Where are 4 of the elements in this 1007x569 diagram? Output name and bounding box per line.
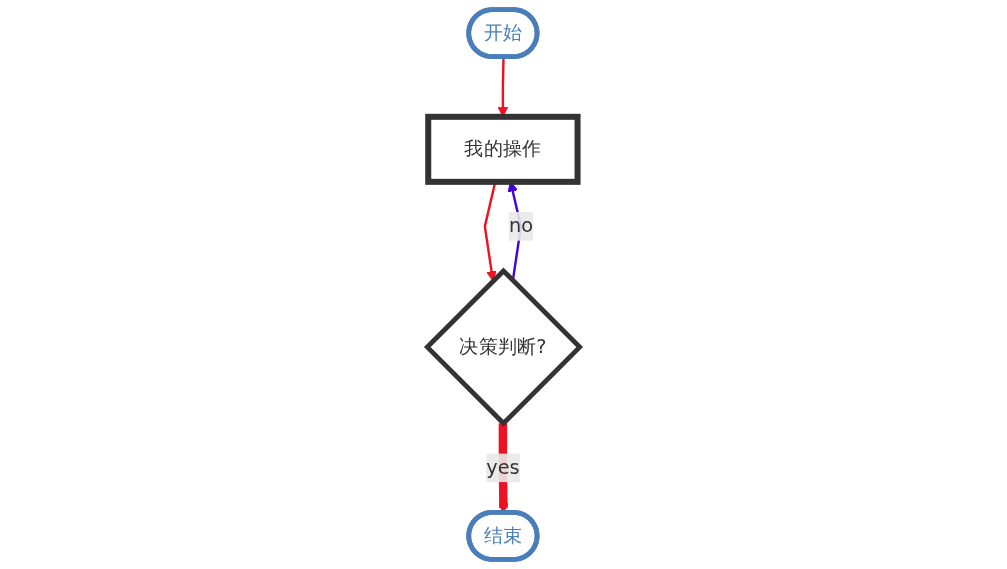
node-box: 我的操作	[425, 113, 581, 185]
edge-label: yes	[486, 455, 520, 479]
node-diamond: 决策判断?	[423, 267, 584, 427]
edge-label: no	[508, 214, 533, 238]
